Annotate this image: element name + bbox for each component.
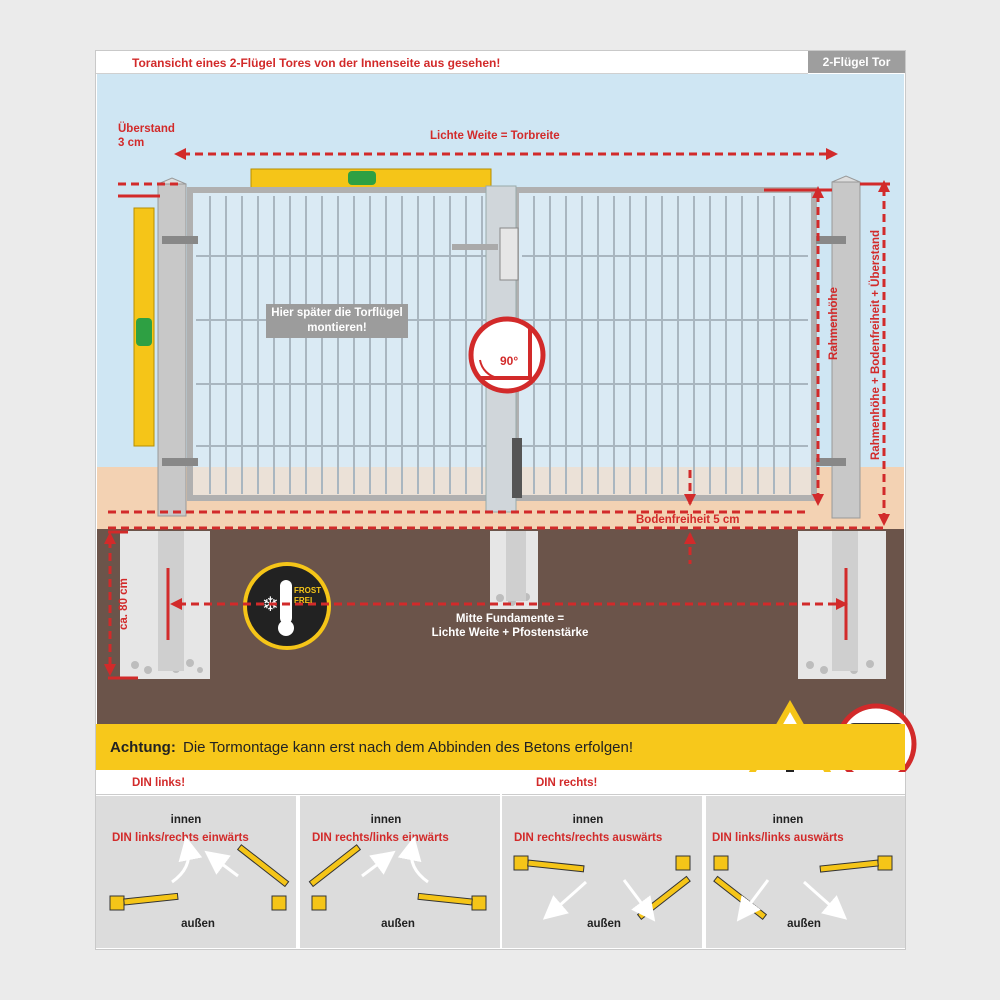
panel-3-label: DIN rechts/rechts auswärts <box>514 832 663 844</box>
din-right-header <box>502 772 905 795</box>
mount-note-label: Hier später die Torflügel montieren! <box>271 307 403 334</box>
notice-banner <box>96 724 905 770</box>
drop-bolt <box>512 438 522 498</box>
panel-3-inside: innen <box>572 814 604 826</box>
panel-2-outside: außen <box>381 918 415 930</box>
ground-clearance-label: Bodenfreiheit 5 cm <box>636 514 740 526</box>
angle-sign <box>468 316 546 394</box>
foundation-center-label: Mitte Fundamente = Lichte Weite + Pfoste… <box>431 613 589 639</box>
gate-leaf-left <box>187 187 503 501</box>
header-bar <box>96 51 808 74</box>
dimension-lines <box>108 152 888 672</box>
hinges <box>162 236 846 466</box>
notice-text: Die Tormontage kann erst nach dem Abbind… <box>183 739 634 756</box>
diagram-tag: 2-Flügel Tor <box>808 51 905 73</box>
angle-label: 90° <box>500 354 519 368</box>
mount-note-box <box>266 304 408 338</box>
diagram-title: Toransicht eines 2-Flügel Tores von der … <box>132 56 501 70</box>
din-left-header <box>96 772 500 795</box>
swing-arrows <box>171 836 848 920</box>
din-right-title: DIN rechts! <box>536 777 598 789</box>
panel-3-outside: außen <box>587 918 621 930</box>
din-panel-2 <box>300 796 500 948</box>
panel-4-inside: innen <box>772 814 804 826</box>
dimension-arrows <box>104 148 890 676</box>
panel-2-inside: innen <box>370 814 402 826</box>
panel-1-outside: außen <box>181 918 215 930</box>
clear-width-label: Lichte Weite = Torbreite <box>430 130 560 142</box>
frost-free-label: FROST FREI <box>294 586 322 605</box>
notice-title: Achtung: <box>110 739 176 756</box>
overhang-label: Überstand 3 cm <box>118 123 175 149</box>
post-icon <box>109 895 125 911</box>
din-panel-3 <box>502 796 702 948</box>
din-panel-1 <box>96 796 296 948</box>
gate-leaf-right <box>513 187 817 501</box>
panel-1-inside: innen <box>170 814 202 826</box>
din-panel-4 <box>706 796 905 948</box>
panel-4-outside: außen <box>787 918 821 930</box>
panel-4-label: DIN links/links auswärts <box>712 832 844 844</box>
din-left-title: DIN links! <box>132 777 186 789</box>
